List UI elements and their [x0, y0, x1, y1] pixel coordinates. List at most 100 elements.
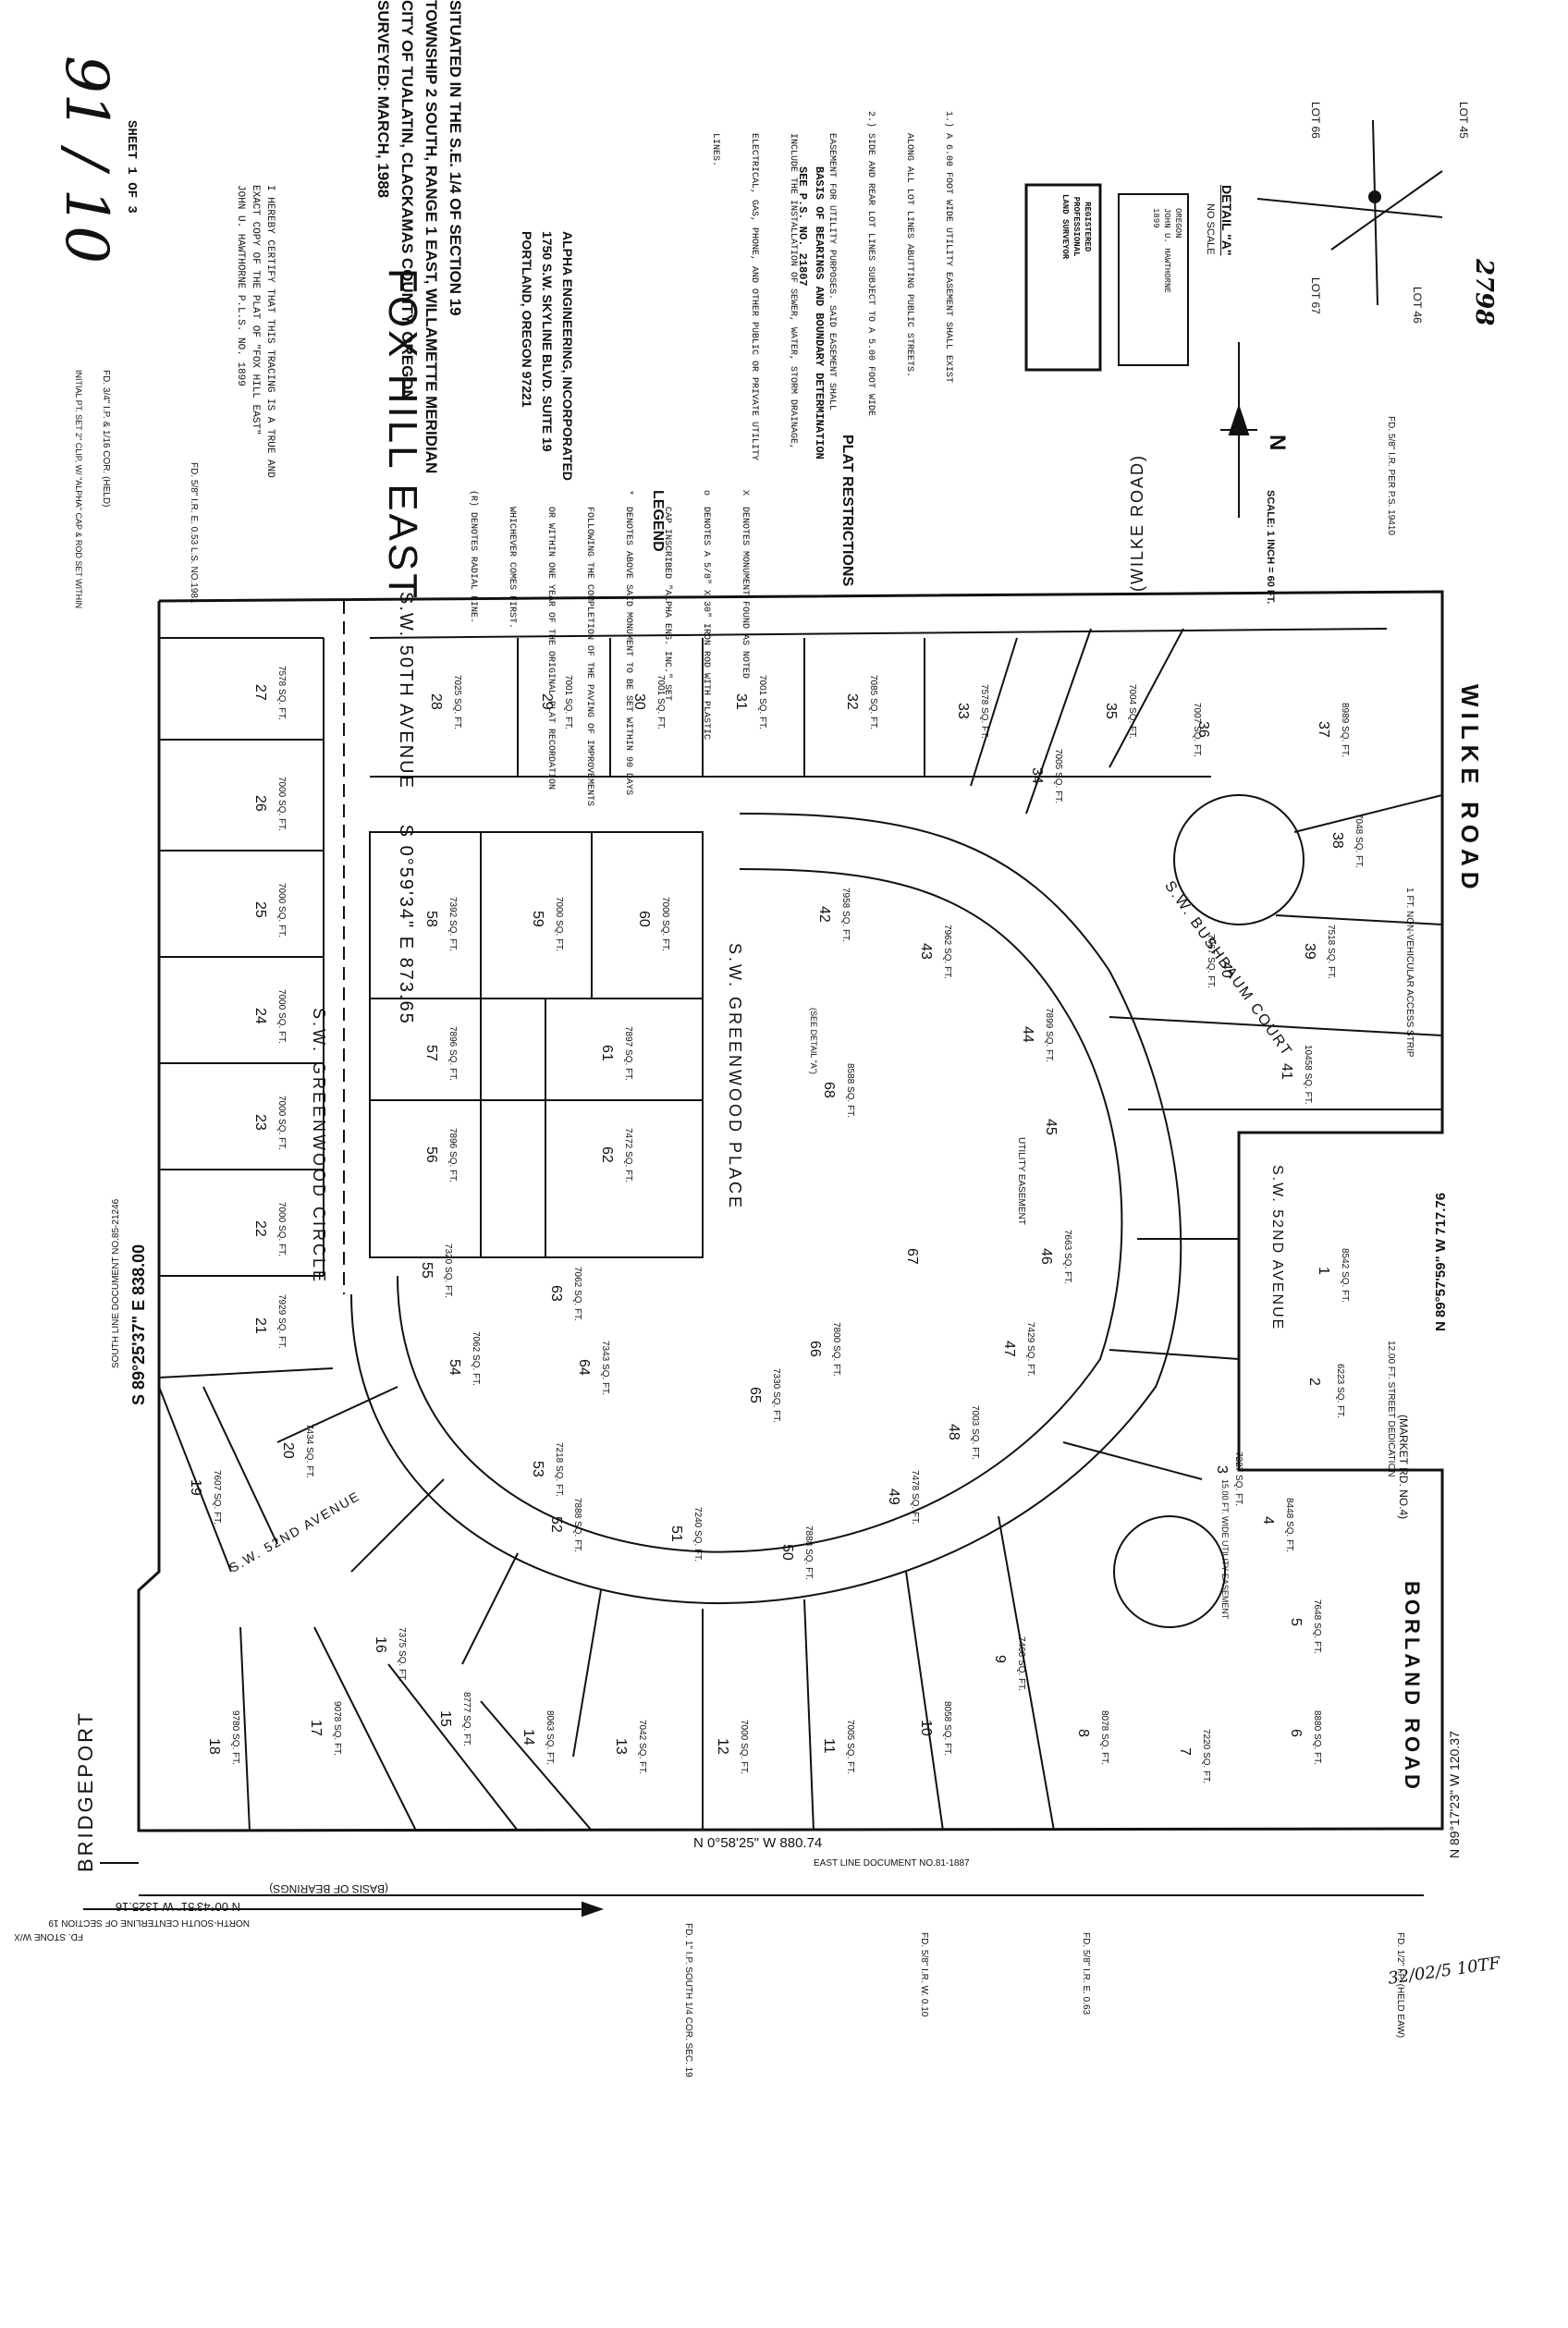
- legend-item: CAP INSCRIBED "ALPHA ENG. INC." SET: [662, 490, 672, 702]
- situated-block: SITUATED IN THE S.E. 1/4 OF SECTION 19 T…: [371, 0, 467, 473]
- legend-item: WHICHEVER COMES FIRST.: [507, 490, 517, 630]
- street-50th-bearing: S 0°59'34" E 873.65: [396, 824, 416, 1025]
- scale-note: SCALE: 1 INCH = 60 FT.: [1265, 490, 1276, 605]
- detail-lot-46: LOT 46: [1411, 287, 1424, 324]
- lot-label: 41: [1279, 1063, 1294, 1080]
- lot-label: 34: [1029, 767, 1045, 784]
- lot-area: 8588 SQ. FT.: [845, 1063, 855, 1118]
- lot-area: 8058 SQ. FT.: [942, 1701, 952, 1756]
- west-boundary-bearing: S 89°25'37" E 838.00: [129, 1244, 148, 1405]
- lot-label: 1: [1316, 1267, 1331, 1275]
- lot-area: 7392 SQ. FT.: [447, 897, 458, 951]
- lot-area: 7227 SQ. FT.: [1233, 1452, 1243, 1506]
- engineer-block: ALPHA ENGINEERING, INCORPORATED 1750 S.W…: [517, 231, 578, 481]
- lot-label: 56: [423, 1146, 439, 1163]
- detail-scale: NO SCALE: [1205, 203, 1216, 255]
- greenwood-circle-label: S.W. GREENWOOD CIRCLE: [310, 1008, 328, 1285]
- lot-area: 7607 SQ. FT.: [212, 1470, 222, 1525]
- lot-label: 43: [918, 943, 934, 960]
- lot-label: 28: [428, 693, 444, 710]
- restriction-line: 1.) A 6.00 FOOT WIDE UTILITY EASEMENT SH…: [943, 111, 953, 384]
- lot-area: 7042 SQ. FT.: [637, 1720, 647, 1774]
- lot-area: 7004 SQ. FT.: [1127, 684, 1137, 739]
- basis-bearing: N 00°43'51" W 1325.16: [115, 1900, 240, 1914]
- legend-list: X DENOTES MONUMENT FOUND AS NOTED o DENO…: [453, 490, 777, 806]
- lot-label: 12: [715, 1738, 730, 1755]
- lot-label: 49: [886, 1489, 901, 1505]
- lot-label: 30: [631, 693, 647, 710]
- certify-line: JOHN U. HAWTHORNE P.L.S. NO. 1899: [235, 185, 246, 386]
- lot-area: 7048 SQ. FT.: [1354, 814, 1364, 868]
- lot-label: 26: [252, 795, 268, 812]
- monument-note: INITIAL PT. SET 2" CLIP, W/ "ALPHA" CAP …: [74, 370, 83, 609]
- see-detail-note: (SEE DETAIL "A"): [809, 1008, 818, 1074]
- stamp-line: LAND SURVEYOR: [1060, 194, 1070, 260]
- basis-note: (BASIS OF BEARINGS): [269, 1882, 388, 1895]
- lot-area: 7067 SQ. FT.: [1206, 934, 1216, 988]
- lot-label: 57: [423, 1045, 439, 1061]
- lot-area: 7085 SQ. FT.: [868, 675, 878, 729]
- lot-area: 7478 SQ. FT.: [910, 1470, 920, 1525]
- east-line-document: EAST LINE DOCUMENT NO.81-1887: [814, 1858, 970, 1869]
- lot-label: 13: [613, 1738, 629, 1755]
- stamp-line: 1899: [1151, 208, 1160, 228]
- legend-item: o DENOTES A 5/8" X 30" IRON ROD WITH PLA…: [701, 490, 711, 741]
- lot-area: 8989 SQ. FT.: [1340, 703, 1350, 757]
- street-dedication-note: 12.00 FT. STREET DEDICATION: [1386, 1341, 1396, 1477]
- lot-label: 66: [807, 1341, 823, 1357]
- lot-label: 11: [821, 1738, 837, 1754]
- lot-area: 7005 SQ. FT.: [1053, 749, 1063, 803]
- situated-line: SURVEYED: MARCH, 1988: [374, 0, 392, 199]
- sheet-number: SHEET 1 OF 3: [124, 120, 139, 214]
- lot-label: 59: [530, 911, 545, 927]
- lot-area: 7062 SQ. FT.: [572, 1267, 582, 1321]
- lot-area: 7375 SQ. FT.: [397, 1627, 407, 1682]
- lot-label: 21: [252, 1317, 268, 1334]
- se-corner-bearing: N 89°17'23" W 120.37: [1447, 1731, 1462, 1858]
- lot-label: 67: [904, 1248, 920, 1265]
- lot-label: 63: [548, 1285, 564, 1302]
- lot-area: 7962 SQ. FT.: [942, 925, 952, 979]
- lot-area: 8880 SQ. FT.: [1312, 1710, 1322, 1765]
- wilke-road-paren: (WILKE ROAD): [1128, 453, 1146, 592]
- restrictions-list: 1.) A 6.00 FOOT WIDE UTILITY EASEMENT SH…: [695, 111, 980, 460]
- lot-area: 7958 SQ. FT.: [840, 888, 851, 942]
- lot-area: 7003 SQ. FT.: [970, 1405, 980, 1460]
- certify-line: I HEREBY CERTIFY THAT THIS TRACING IS A …: [264, 185, 276, 478]
- utility-easement-note: UTILITY EASEMENT: [1016, 1137, 1026, 1225]
- lot-label: 31: [733, 693, 749, 710]
- lot-label: 44: [1020, 1026, 1035, 1043]
- restriction-line: LINES.: [710, 111, 720, 167]
- lot-label: 25: [252, 901, 268, 918]
- restriction-line: INCLUDE THE INSTALLATION OF SEWER, WATER…: [788, 111, 798, 450]
- lot-label: 20: [280, 1442, 296, 1459]
- lot-label: 47: [1001, 1341, 1017, 1357]
- lot-label: 19: [188, 1479, 203, 1496]
- east-boundary-bearing: N 89°57'59" W 717.76: [1433, 1192, 1449, 1331]
- engineer-line: PORTLAND, OREGON 97221: [520, 231, 534, 408]
- legend-item: * DENOTES ABOVE SAID MONUMENT TO BE SET …: [623, 490, 633, 796]
- lot-area: 7429 SQ. FT.: [1025, 1322, 1035, 1377]
- lot-area: 7000 SQ. FT.: [276, 989, 287, 1044]
- restriction-line: ELECTRICAL, GAS, PHONE, AND OTHER PUBLIC…: [749, 111, 759, 461]
- lot-label: 60: [636, 911, 652, 927]
- borland-road-label: BORLAND ROAD: [1401, 1581, 1424, 1793]
- lot-label: 48: [946, 1424, 962, 1440]
- certify-line: EXACT COPY OF THE PLAT OF "FOX HILL EAST…: [250, 185, 261, 435]
- engineer-line: ALPHA ENGINEERING, INCORPORATED: [560, 231, 575, 481]
- lot-area: 7000 SQ. FT.: [739, 1720, 749, 1774]
- detail-lot-45: LOT 45: [1457, 102, 1470, 139]
- lot-label: 6: [1288, 1729, 1304, 1737]
- wilke-road-label: WILKE ROAD: [1456, 684, 1484, 895]
- lot-area: 7578 SQ. FT.: [276, 666, 287, 720]
- lot-area: 7896 SQ. FT.: [447, 1026, 458, 1081]
- lot-area: 7025 SQ. FT.: [452, 675, 462, 729]
- lot-label: 4: [1260, 1516, 1276, 1525]
- monument-note: FD. 1" I.P. SOUTH 1/4 COR. SEC. 19: [683, 1923, 693, 2077]
- lot-label: 39: [1302, 943, 1317, 960]
- market-road-label: (MARKET RD. NO.4): [1397, 1415, 1410, 1520]
- lot-label: 51: [668, 1525, 684, 1542]
- monument-note: FD. 5/8" I.R. PER P.S. 19410: [1386, 416, 1396, 535]
- monument-note: FD. 5/8" I.R. E. 0.63: [1081, 1932, 1091, 2016]
- vehicular-access-note: 1 FT. NON-VEHICULAR ACCESS STRIP: [1404, 888, 1415, 1058]
